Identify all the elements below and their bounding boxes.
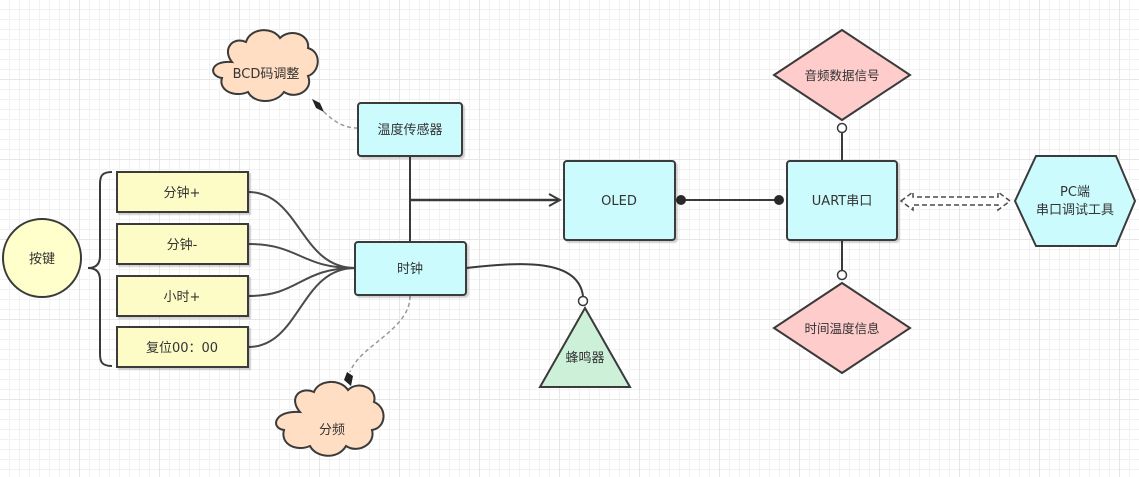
pc-node: PC端 串口调试工具	[1013, 155, 1137, 247]
fen-plus-label: 分钟+	[164, 185, 201, 201]
connector-end-buzzer	[577, 295, 589, 307]
fen-minus-node: 分钟-	[116, 223, 249, 265]
diamond-end-divider	[344, 372, 353, 386]
pc-label-line2: 串口调试工具	[1036, 203, 1114, 218]
temp-sensor-label: 温度传感器	[377, 122, 442, 138]
connector-hour-plus-clock	[247, 267, 356, 297]
connector-dot-uart	[774, 195, 784, 205]
connector-fen-minus-clock	[247, 243, 356, 269]
clock-node: 时钟	[354, 241, 467, 296]
uart-node: UART串口	[786, 160, 898, 241]
keys-brace	[87, 171, 113, 367]
fen-plus-node: 分钟+	[116, 171, 249, 213]
bcd-cloud-node: BCD码调整	[212, 29, 319, 102]
connector-end-info	[836, 269, 848, 281]
oled-label: OLED	[601, 194, 637, 209]
audio-signal-label: 音频数据信号	[804, 68, 879, 83]
bcd-label: BCD码调整	[233, 67, 300, 82]
connector-temp-bcd	[317, 105, 359, 129]
connector-clock-divider	[349, 295, 411, 373]
keys-label: 按键	[29, 252, 55, 267]
time-temp-info-node: 时间温度信息	[772, 281, 912, 375]
connector-reset-clock	[247, 267, 356, 348]
keys-node: 按键	[2, 218, 82, 298]
temp-sensor-node: 温度传感器	[357, 102, 463, 157]
clock-label: 时钟	[397, 261, 423, 277]
time-temp-info-label: 时间温度信息	[804, 321, 879, 336]
fen-minus-label: 分钟-	[167, 237, 198, 253]
buzzer-label: 蜂鸣器	[565, 350, 604, 366]
diamond-end-bcd	[312, 99, 324, 112]
divider-cloud-node: 分频	[275, 381, 385, 457]
connector-dot-oled	[676, 195, 686, 205]
audio-signal-node: 音频数据信号	[772, 28, 912, 122]
oled-node: OLED	[563, 160, 676, 241]
buzzer-node: 蜂鸣器	[538, 305, 632, 388]
uart-label: UART串口	[812, 194, 872, 209]
pc-label-line1: PC端	[1060, 185, 1090, 200]
connector-end-audio	[836, 122, 848, 134]
reset-node: 复位00：00	[116, 326, 249, 368]
hour-plus-label: 小时+	[164, 290, 201, 305]
reset-label: 复位00：00	[146, 341, 218, 356]
bidirectional-arrow	[899, 190, 1012, 212]
hour-plus-node: 小时+	[116, 275, 249, 317]
connector-fen-plus-clock	[247, 191, 356, 269]
divider-label: 分频	[319, 423, 345, 438]
connector-clock-buzzer	[465, 263, 584, 297]
